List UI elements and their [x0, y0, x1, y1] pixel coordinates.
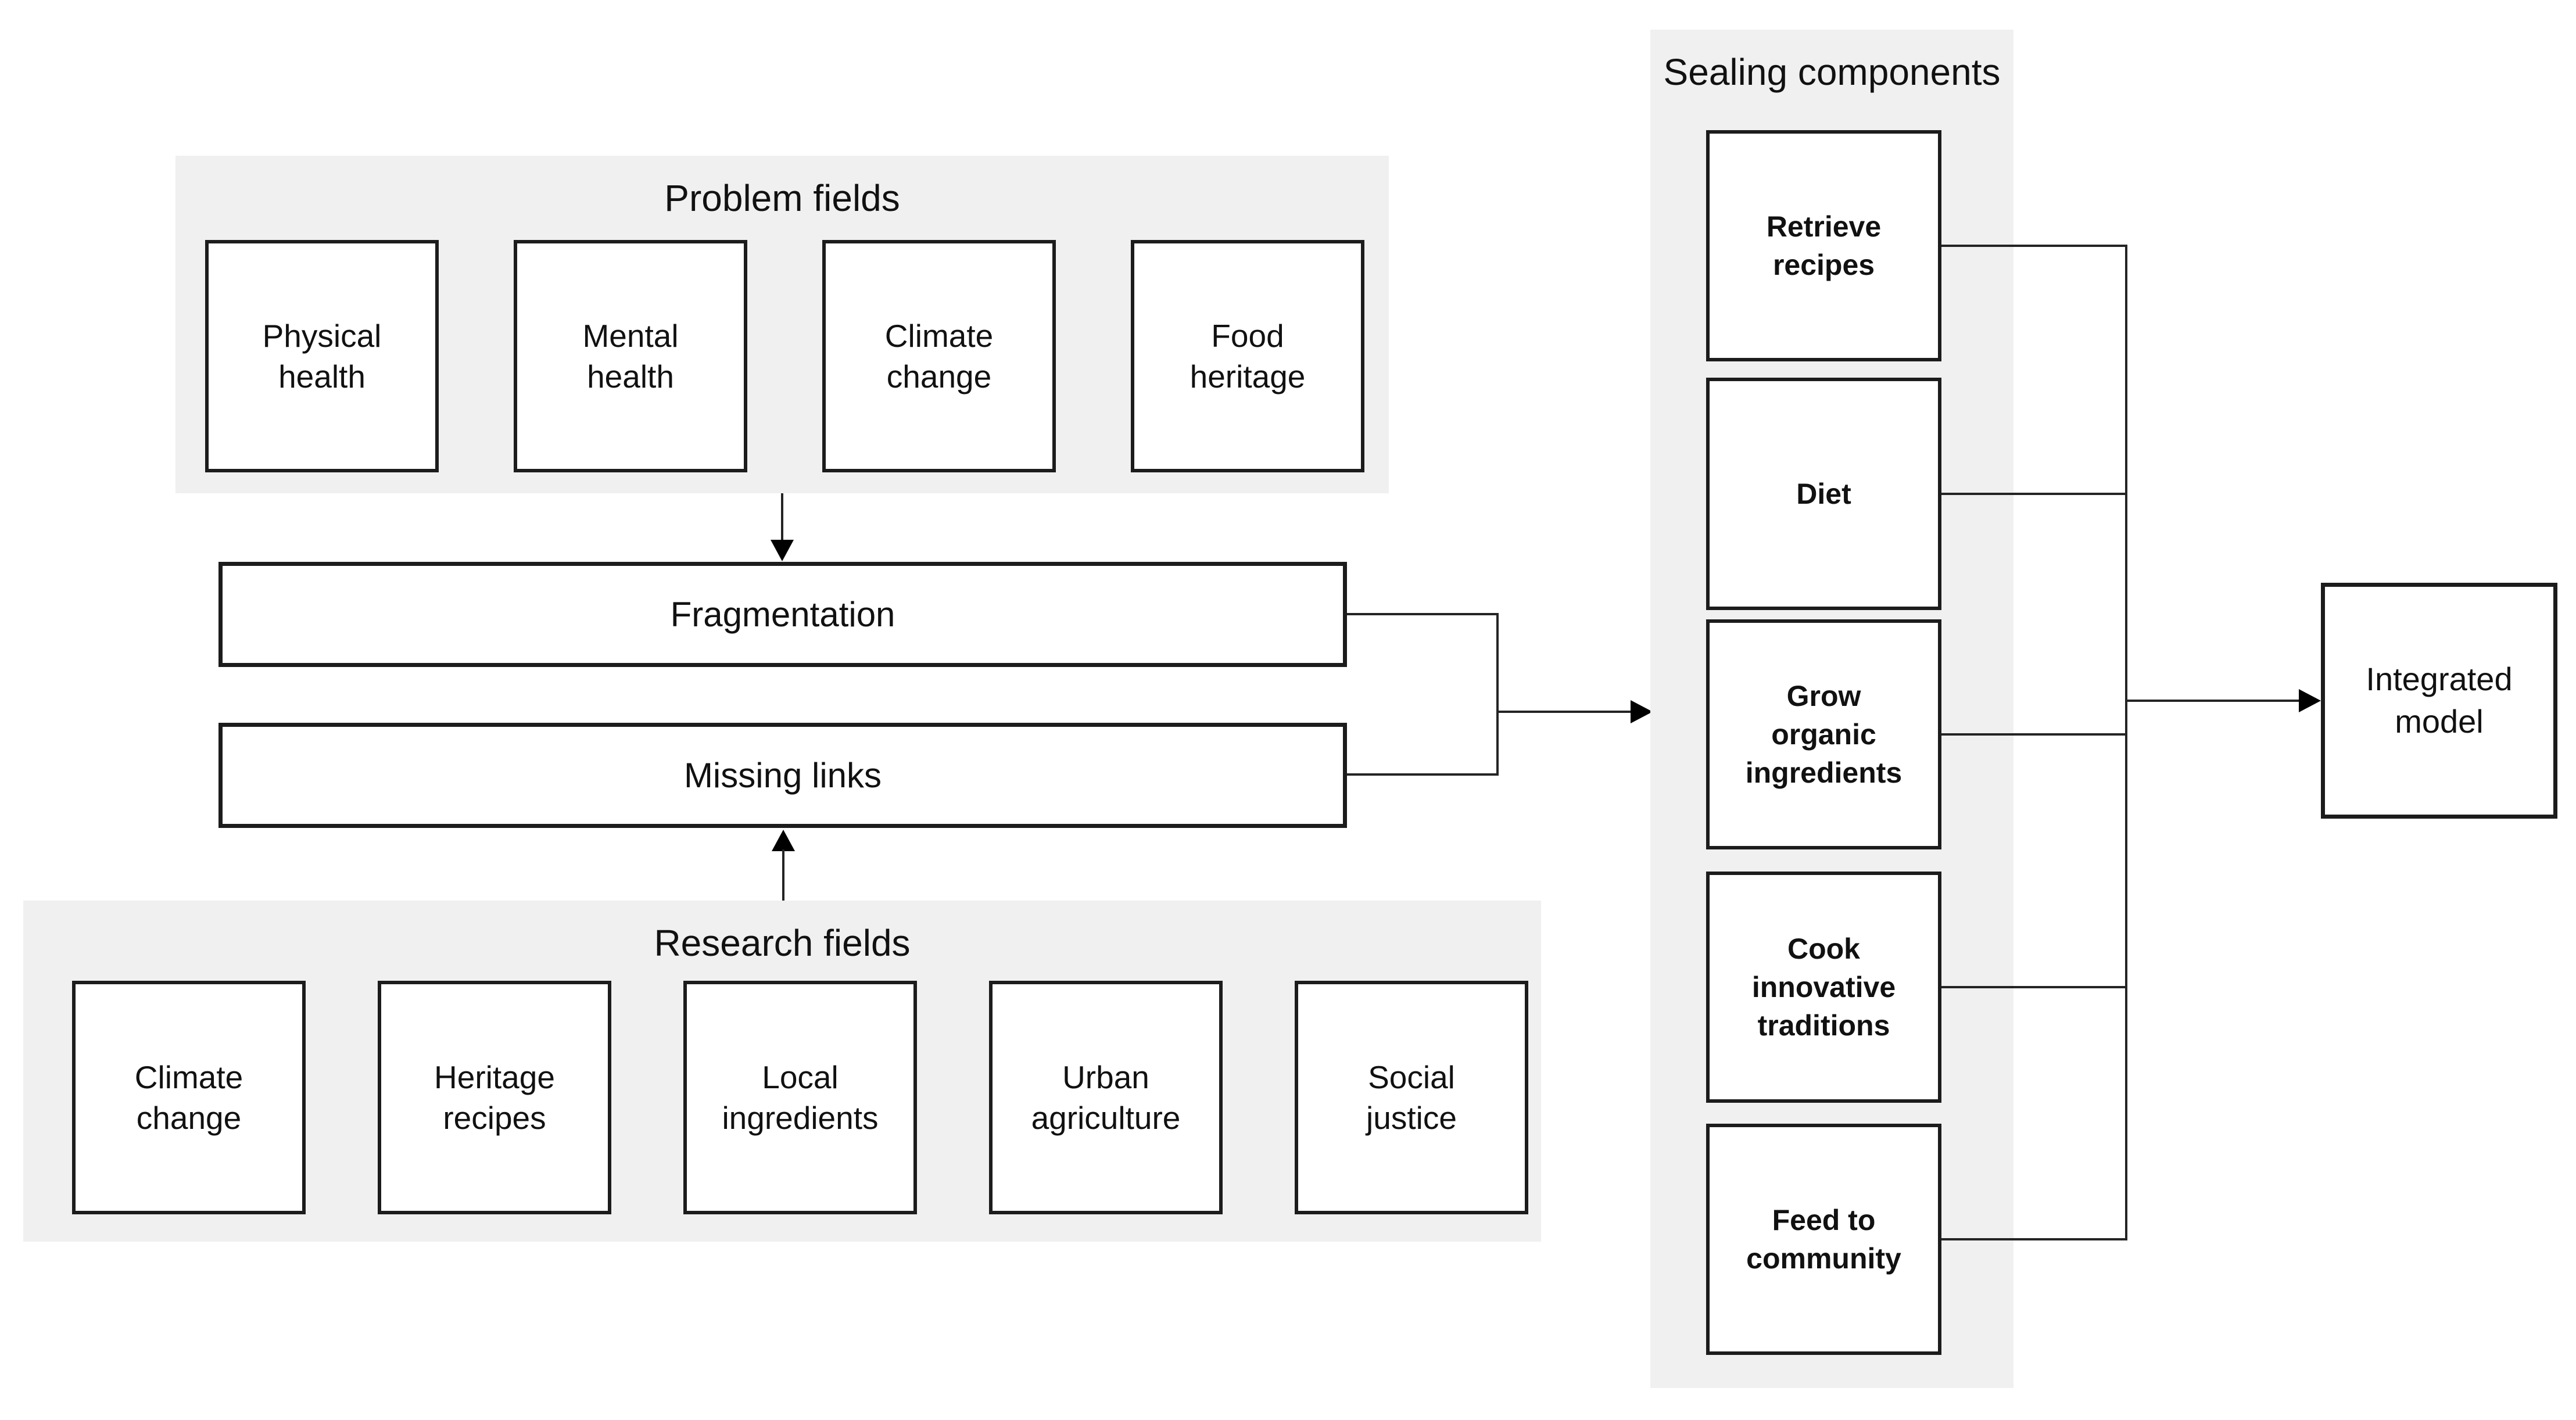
node-integrated-model: Integrated model — [2321, 583, 2557, 819]
node-food-heritage: Food heritage — [1131, 240, 1364, 472]
node-heritage-recipes: Heritage recipes — [378, 981, 611, 1214]
arrow-research-to-missing-links-stem — [782, 849, 784, 901]
arrow-problem-to-fragmentation-head-icon — [771, 540, 794, 561]
connector-bars-vertical — [1496, 613, 1499, 776]
connector-diet-right — [1941, 493, 2127, 495]
node-cook-innovative-traditions: Cook innovative traditions — [1706, 872, 1941, 1103]
connector-sealing-vertical — [2125, 245, 2127, 1240]
group-problem-title: Problem fields — [664, 177, 900, 219]
arrow-sealing-to-integrated-stem — [2125, 700, 2299, 702]
node-fragmentation: Fragmentation — [218, 562, 1347, 667]
node-retrieve-recipes: Retrieve recipes — [1706, 130, 1941, 361]
node-climate-change-problem: Climate change — [822, 240, 1056, 472]
node-grow-organic-ingredients: Grow organic ingredients — [1706, 619, 1941, 849]
node-local-ingredients: Local ingredients — [683, 981, 917, 1214]
group-problem-fields: Problem fields Physical health Mental he… — [175, 156, 1389, 493]
group-sealing-title: Sealing components — [1663, 51, 2001, 93]
node-social-justice: Social justice — [1295, 981, 1528, 1214]
group-research-fields: Research fields Climate change Heritage … — [23, 901, 1541, 1242]
node-feed-to-community: Feed to community — [1706, 1124, 1941, 1355]
arrow-problem-to-fragmentation-stem — [781, 493, 783, 542]
arrow-bars-to-sealing-head-icon — [1631, 700, 1653, 723]
group-sealing-components: Sealing components Retrieve recipes Diet… — [1650, 30, 2013, 1388]
node-diet: Diet — [1706, 378, 1941, 610]
node-climate-change-research: Climate change — [72, 981, 306, 1214]
connector-fragmentation-right — [1347, 613, 1499, 615]
connector-cook-innovative-right — [1941, 986, 2127, 988]
node-mental-health: Mental health — [514, 240, 747, 472]
node-urban-agriculture: Urban agriculture — [989, 981, 1223, 1214]
arrow-sealing-to-integrated-head-icon — [2299, 689, 2321, 712]
connector-retrieve-recipes-right — [1941, 245, 2127, 247]
arrow-research-to-missing-links-head-icon — [772, 830, 795, 851]
node-missing-links: Missing links — [218, 723, 1347, 828]
node-physical-health: Physical health — [205, 240, 439, 472]
connector-feed-community-right — [1941, 1238, 2127, 1240]
arrow-bars-to-sealing-stem — [1496, 711, 1631, 713]
connector-grow-organic-right — [1941, 733, 2127, 736]
connector-missing-links-right — [1347, 773, 1499, 776]
group-research-title: Research fields — [654, 922, 911, 964]
